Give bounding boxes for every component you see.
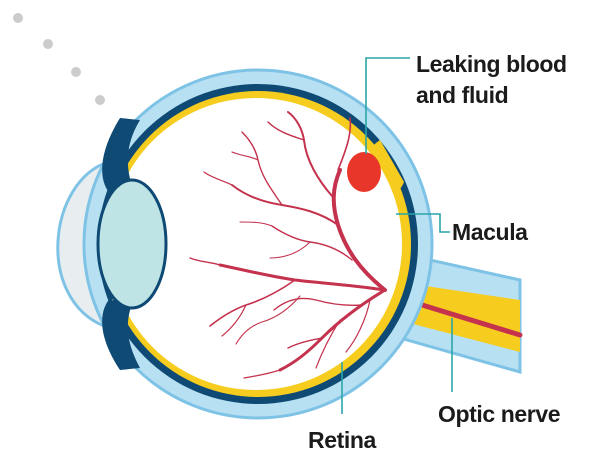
lens [98,180,166,308]
label-retina: Retina [308,427,377,453]
light-dot [13,13,23,23]
light-dot [95,95,105,105]
light-dot [71,67,81,77]
light-dot [43,39,53,49]
light-dots [13,13,105,105]
label-leaking-line2: and fluid [416,82,508,108]
label-optic-nerve: Optic nerve [438,401,560,427]
label-macula: Macula [452,219,528,245]
leaking-blood-spot [347,152,381,192]
label-leaking-line1: Leaking blood [416,51,567,77]
